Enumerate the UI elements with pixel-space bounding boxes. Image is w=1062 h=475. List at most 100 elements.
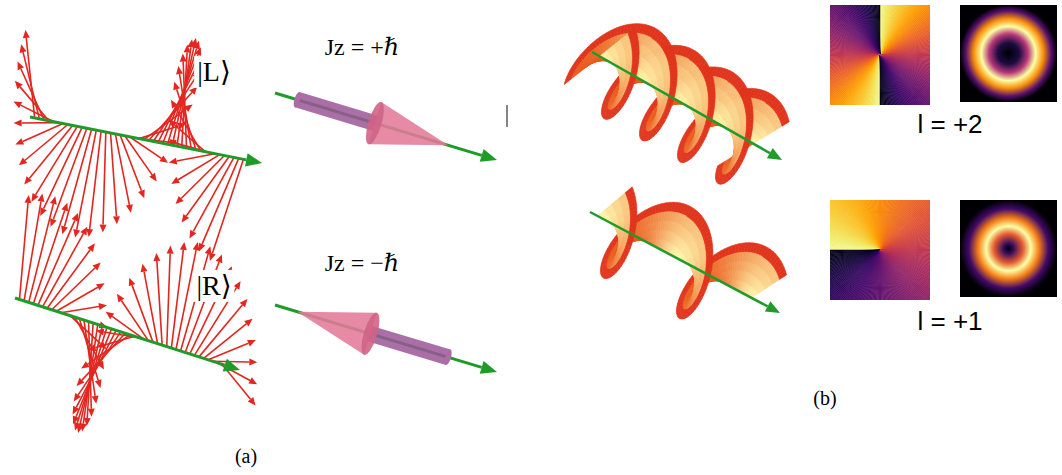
wavefront-patch [781, 118, 789, 126]
field-vector-head [141, 264, 148, 273]
field-vector-head [86, 229, 93, 237]
field-vector-head [98, 303, 106, 310]
helical-wavefront-l2 [564, 24, 789, 184]
field-vector-head [74, 393, 81, 402]
wavefront-patch [767, 128, 775, 135]
field-vector-head [73, 416, 79, 425]
wavefront-patch [585, 62, 593, 68]
field-vector-shaft [61, 306, 99, 312]
field-vector-head [199, 243, 205, 252]
field-vector-head [169, 120, 177, 128]
field-vector-head [19, 158, 27, 166]
field-vector-shaft [103, 132, 106, 225]
field-vector-head [189, 230, 196, 239]
spin-arrow-minus [275, 305, 497, 374]
field-vector-head [248, 377, 257, 384]
field-vector-head [117, 294, 124, 303]
field-vector [169, 154, 215, 165]
field-vector-head [14, 120, 22, 127]
field-vector-head [173, 82, 180, 91]
field-vector [176, 156, 225, 205]
wavefront-patch [774, 123, 782, 130]
field-vector-head [73, 229, 80, 238]
field-vector-head [24, 176, 32, 184]
field-vector-shaft [111, 133, 117, 216]
field-vector-head [167, 246, 174, 254]
wavefront-patch [586, 62, 594, 67]
field-vector-shaft [157, 261, 162, 345]
field-vector [77, 333, 126, 386]
field-vector-head [87, 243, 95, 252]
field-vector-head [153, 253, 160, 261]
field-vector [20, 195, 32, 300]
field-vector-head [126, 204, 133, 213]
field-vector [61, 303, 107, 313]
field-vector-head [50, 218, 57, 227]
field-vector-head [93, 262, 101, 270]
spin-cone-base [358, 311, 383, 357]
field-vector-head [13, 102, 22, 109]
field-vector [43, 227, 88, 307]
field-vector-head [176, 66, 183, 74]
left-circular-wave [13, 30, 262, 261]
field-vector-head [88, 344, 97, 351]
field-vector-shaft [20, 203, 28, 300]
wavefront-patch [708, 98, 715, 102]
field-vector-head [159, 155, 168, 162]
wavefront-patch [632, 54, 639, 58]
field-vector-head [38, 194, 45, 202]
helical-wavefront-l1 [590, 187, 787, 319]
field-vector-head [74, 422, 81, 431]
wavefront-patch [617, 26, 621, 35]
spin-arrow-plus [275, 91, 497, 162]
field-vector-head [96, 329, 104, 336]
axis-line [15, 298, 225, 365]
field-vector-head [23, 30, 30, 38]
field-vector-head [182, 214, 190, 223]
field-vector-head [106, 312, 115, 320]
field-vector-head [18, 61, 25, 70]
field-vector-head [96, 283, 105, 290]
wavefront-patch [746, 120, 753, 124]
field-vector-head [72, 213, 78, 222]
field-vector-head [95, 379, 102, 388]
field-vector [47, 243, 95, 308]
right-circular-wave [15, 194, 257, 433]
field-vector [199, 158, 239, 251]
field-vector-head [171, 100, 178, 109]
field-vector-head [81, 361, 90, 368]
tick-mark [506, 105, 507, 127]
field-vector-shaft [20, 87, 49, 121]
field-vector-head [138, 190, 145, 199]
field-vector-head [40, 207, 47, 216]
field-vector-head [15, 138, 24, 144]
field-vector-head [20, 44, 27, 53]
field-vector-shaft [88, 335, 130, 364]
field-vector-head [80, 227, 87, 236]
field-vector-shaft [23, 52, 39, 119]
field-vector [208, 340, 256, 360]
field-vector-shaft [23, 124, 63, 142]
field-vector [20, 44, 40, 119]
field-vector-head [149, 173, 156, 182]
field-vector-shaft [36, 126, 78, 194]
field-vector-head [244, 319, 252, 327]
field-vector [81, 335, 130, 369]
field-vector-head [31, 193, 38, 202]
field-vector-head [129, 278, 136, 287]
field-vector-shaft [43, 234, 84, 307]
field-vector-head [247, 340, 256, 346]
field-vector-shaft [144, 272, 158, 344]
field-vector-shaft [82, 333, 125, 380]
field-vector-head [187, 39, 194, 47]
field-vector-head [176, 196, 184, 204]
field-vector-shaft [90, 131, 101, 229]
field-vector [171, 155, 219, 184]
field-vector-head [180, 242, 187, 250]
wavefront-patch [564, 77, 572, 84]
wavefront-patch [571, 72, 579, 79]
field-vector-head [15, 81, 23, 89]
field-vector [15, 81, 49, 121]
field-vector-head [240, 299, 248, 307]
field-vector-head [61, 203, 68, 212]
